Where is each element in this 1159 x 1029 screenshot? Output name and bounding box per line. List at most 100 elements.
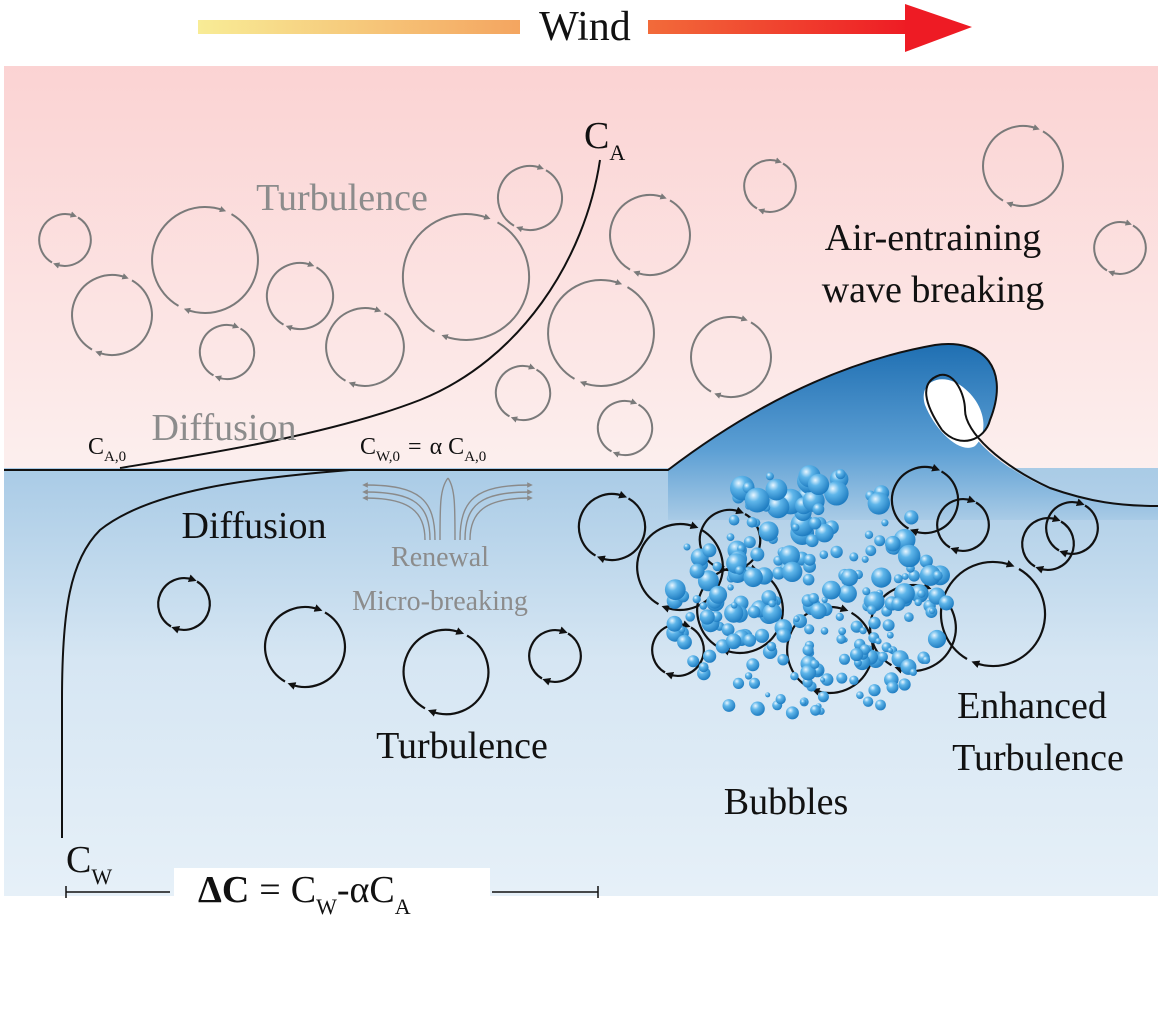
bubble [747, 605, 761, 619]
eddy-arc [528, 626, 568, 680]
air-concentration-profile [119, 159, 601, 469]
bubble [830, 545, 843, 559]
eddy-arc [510, 368, 552, 423]
bubble [859, 627, 867, 635]
cw0-sub: W,0 [376, 449, 400, 465]
bubble [927, 629, 947, 649]
bubble [692, 595, 701, 604]
delta-c-symbol: ΔC [198, 869, 249, 911]
rhs-sub: A,0 [464, 449, 486, 465]
bubble [840, 568, 859, 587]
equation-background [174, 868, 490, 918]
bubble [800, 699, 807, 706]
bubble [743, 633, 757, 647]
bubble [758, 521, 779, 542]
bubble [765, 478, 788, 501]
air-turbulence-label: Turbulence [256, 177, 428, 219]
bubble-cloud [664, 465, 954, 720]
air-diffusion-label: Diffusion [152, 407, 297, 449]
air-eddy-icon [151, 206, 259, 314]
eddy-arc [151, 206, 227, 307]
water-diffusion-label: Diffusion [182, 505, 327, 547]
water-eddy-icon [577, 490, 647, 564]
wind-arrow [198, 4, 972, 52]
bubble [887, 647, 893, 653]
wave-breaking-label-line2: wave breaking [822, 269, 1045, 311]
water-eddy-icon [402, 627, 490, 717]
bubble [877, 651, 889, 663]
eddy-arc [609, 193, 667, 271]
water-eddy-icon [528, 626, 582, 686]
interface-equals: = [408, 434, 422, 460]
eddy-arc [690, 315, 748, 393]
bubble [712, 561, 722, 572]
bubble [709, 585, 728, 604]
wave-breaking-label-line1: Air-entraining [825, 217, 1042, 259]
equation-equals: = [259, 869, 280, 911]
bubble [785, 706, 799, 720]
eddy-arc [939, 560, 1015, 660]
bubble [779, 545, 800, 567]
bubble [776, 628, 791, 643]
microbreaking-label: Micro-breaking [352, 586, 528, 617]
eddy-arc [909, 470, 960, 537]
bubble [762, 603, 782, 623]
bubble [743, 567, 763, 588]
air-eddy-icon [497, 163, 563, 233]
air-eddy-icon [71, 273, 153, 357]
eddy-arc [348, 312, 405, 388]
bubble [901, 573, 909, 580]
eddy-arc [633, 199, 691, 277]
bubble [726, 533, 735, 541]
bubble [768, 599, 776, 608]
wave-inner-pocket [923, 379, 984, 448]
bubble [808, 517, 822, 530]
bubble [838, 627, 847, 636]
ca0-sub: A,0 [104, 449, 126, 465]
ca-sub: A [609, 140, 625, 165]
eddy-arc [214, 327, 256, 382]
bubble [810, 602, 827, 620]
bubble [815, 523, 834, 543]
eddy-arc [579, 286, 655, 387]
equation-ca-main: C [369, 869, 394, 911]
bubble [919, 554, 933, 568]
bubble [914, 598, 922, 607]
eddy-arc [596, 398, 638, 453]
eddy-arc [264, 604, 323, 683]
rhs-main: C [448, 434, 464, 460]
ca0-main: C [88, 434, 104, 460]
eddy-arc [661, 528, 724, 613]
bubble [932, 570, 943, 581]
water-concentration-profile [61, 469, 351, 838]
air-eddy-icon [743, 157, 797, 215]
bubble [891, 597, 906, 611]
bubble [804, 624, 815, 635]
bubble [904, 612, 914, 622]
bubble [835, 612, 844, 622]
bubble [886, 631, 894, 639]
bubble [793, 615, 800, 623]
eddy-arc [811, 611, 874, 696]
bubble [898, 678, 911, 691]
wave-back-surface [925, 373, 1159, 507]
bubble [821, 596, 828, 604]
eddy-arc [665, 626, 705, 680]
bubble [800, 664, 817, 681]
bubble [875, 699, 886, 711]
eddy-arc [1045, 498, 1085, 552]
eddy-arc [1006, 130, 1064, 208]
bubble [766, 495, 790, 519]
bubble [790, 672, 799, 681]
eddy-arc [743, 157, 782, 210]
eddy-arc [325, 306, 382, 382]
eddy-arc [936, 495, 976, 549]
air-eddy-icon [690, 315, 772, 399]
eddy-arc [157, 574, 197, 628]
bubble [836, 634, 846, 644]
equation-cw-sub: W [316, 894, 337, 919]
water-region [4, 468, 1158, 896]
bubble [744, 487, 770, 513]
